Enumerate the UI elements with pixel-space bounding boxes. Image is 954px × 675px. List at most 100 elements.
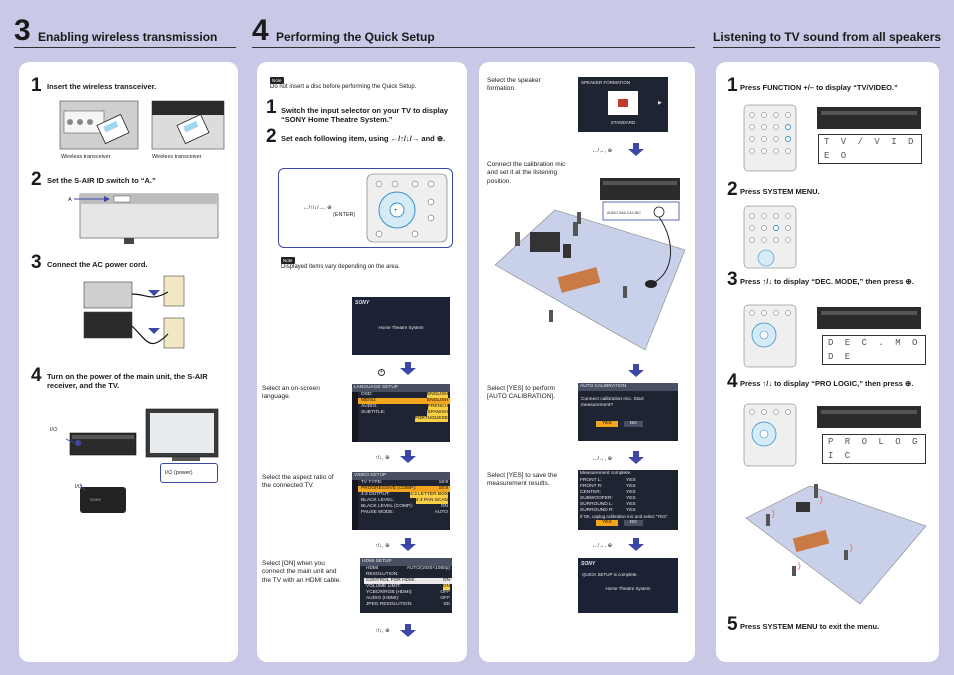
unit-jack-label: AUDIO IN/A.CAL MIC (607, 211, 641, 215)
note-text: Do not insert a disc before performing t… (270, 84, 417, 90)
step-number: 3 (31, 252, 42, 273)
label-transceiver: Wireless transceiver (61, 154, 111, 160)
label-switch-a: A (68, 197, 72, 203)
step-text: Set each following item, using ←/↑/↓/→ a… (281, 134, 446, 143)
lcd-display: T V / V I D E O (818, 134, 922, 164)
sony-logo: SONY (355, 300, 370, 306)
step-text: Connect the AC power cord. (47, 260, 148, 269)
step-text: Set the S-AIR ID switch to “A.” (47, 176, 156, 185)
speaker-formation-icon: ▶ (608, 90, 662, 115)
osd-value: YES (626, 483, 636, 489)
step-text: Press FUNCTION +/– to display “TV/VIDEO.… (740, 83, 898, 92)
instruction-save: Select [YES] to save the measurement res… (487, 472, 558, 488)
section-number-3: 3 (14, 14, 31, 47)
main-unit-icon (817, 307, 921, 329)
sony-logo: SONY (581, 561, 596, 567)
instruction-mic: Connect the calibration mic and set it a… (487, 161, 566, 185)
step-number: 2 (266, 126, 277, 147)
remote-callout (278, 168, 453, 248)
osd-label: AUDIO: (361, 403, 378, 409)
osd-label: BLACK LEVEL: (361, 497, 395, 503)
osd-value: YES (626, 489, 636, 495)
label-transceiver: Wireless transceiver (152, 154, 202, 160)
section-title-tv-sound: Listening to TV sound from all speakers (713, 30, 942, 44)
osd-value: ON (442, 583, 450, 590)
osd-value: 4:3 LETTER BOX (410, 491, 448, 498)
osd-value: ENGLISH (426, 397, 448, 403)
step-number: 4 (31, 365, 42, 386)
instruction-language: Select an on-screen language. (262, 385, 320, 401)
yes-button[interactable]: YES (596, 520, 618, 527)
enter-button-icon: + (378, 364, 385, 382)
svg-text:▶: ▶ (658, 100, 662, 106)
osd-label: SUBTITLE: (361, 409, 386, 415)
nav-hint: ←/→, ⊕ (592, 543, 613, 549)
instruction-aspect: Select the aspect ratio of the connected… (262, 474, 334, 490)
section-number-4: 4 (252, 14, 269, 47)
nav-hint: ↑/↓, ⊕ (375, 628, 390, 634)
hdmi-setup-screen: HDMI SETUP HDMI RESOLUTION: AUTO(1920×108… (360, 558, 452, 613)
measurement-complete-screen: Measurement complete. FRONT L: YES FRONT … (578, 470, 678, 530)
osd-value: ENGLISH (426, 391, 448, 398)
remote-control-icon (743, 104, 797, 172)
step-number: 1 (266, 97, 277, 118)
section-divider (252, 47, 695, 48)
osd-value: SD (443, 601, 450, 607)
video-setup-screen: VIDEO SETUP TV TYPE:16:9 PROGRESSIVE (CO… (352, 472, 450, 530)
osd-value: ON (440, 503, 448, 509)
label-power-tv: I/⏻ (power) (165, 470, 193, 476)
osd-label: MENU: (361, 397, 377, 403)
step-number: 1 (31, 75, 42, 96)
nav-hint: ↑/↓, ⊕ (375, 455, 390, 461)
osd-label: SUBWOOFER: (580, 495, 613, 501)
osd-label: YCBCR/RGB (HDMI): (366, 589, 413, 595)
osd-label: FRONT L: (580, 477, 602, 483)
step-text: Turn on the power of the main unit, the … (47, 372, 208, 391)
osd-value: AUTO(1920×1080p) (406, 565, 450, 571)
no-button[interactable]: NO (623, 520, 643, 527)
instruction-autocal: Select [YES] to perform [AUTO CALIBRATIO… (487, 385, 556, 401)
osd-label: FRONT R: (580, 483, 603, 489)
remote-label: ←/↑/↓/→, ⊕ (303, 205, 332, 211)
osd-value: 16:9 (438, 485, 448, 491)
main-unit-icon (817, 406, 921, 428)
osd-label: CENTER: (580, 489, 602, 495)
osd-header: LANGUAGE SETUP (352, 384, 450, 392)
step-number: 4 (727, 371, 738, 392)
power-callout (160, 463, 218, 483)
power-on-illustration: SONY (65, 408, 219, 513)
svg-text:+: + (394, 208, 398, 214)
osd-value: PORTUGUESE (414, 415, 448, 422)
osd-value: SPANISH (427, 409, 448, 416)
remote-enter-label: (ENTER) (333, 212, 356, 218)
osd-value: 16:9 (438, 479, 448, 485)
transceiver-illustration (59, 100, 225, 150)
yes-button[interactable]: YES (596, 420, 618, 427)
label-power-receiver: I/⏻ (75, 484, 83, 490)
osd-value: YES (626, 477, 636, 483)
osd-header: VIDEO SETUP (352, 472, 450, 480)
osd-value: AUTO (434, 509, 448, 515)
osd-value: YES (626, 501, 636, 507)
osd-header: SPEAKER FORMATION (581, 80, 631, 85)
osd-label: JPEG RESOLUTION: (366, 601, 413, 607)
nav-hint: ←/→, ⊕ (592, 456, 613, 462)
osd-label: OSD: (361, 391, 373, 397)
osd-header: Measurement complete. (580, 471, 632, 476)
nav-hint: ←/→, ⊕ (592, 148, 613, 154)
osd-label: BLACK LEVEL (COMP): (361, 503, 414, 509)
osd-header: HDMI SETUP (360, 558, 452, 566)
setup-complete-screen: SONY QUICK SETUP is complete. Home Theat… (578, 558, 678, 613)
surround-room-illustration (745, 484, 927, 605)
step-number: 5 (727, 614, 738, 635)
remote-control-icon (743, 304, 797, 368)
osd-footer: If OK, unplug calibration mic and select… (580, 513, 669, 519)
sony-start-screen: SONY Home Theatre System (352, 297, 450, 355)
panel-wireless (19, 62, 238, 662)
osd-label: HDMI RESOLUTION: (366, 565, 399, 577)
osd-label: VOLUME LIMIT: (366, 583, 401, 589)
note-text: Displayed items vary depending on the ar… (281, 264, 400, 270)
osd-value: OFF (440, 589, 450, 595)
no-button[interactable]: NO (623, 420, 643, 427)
osd-text: QUICK SETUP is complete. (582, 572, 638, 578)
